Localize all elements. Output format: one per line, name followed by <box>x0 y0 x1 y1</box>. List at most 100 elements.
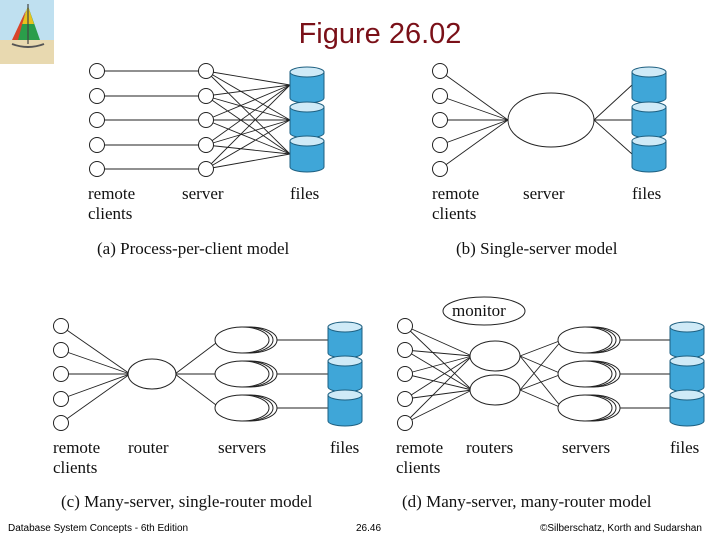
connector-line <box>439 70 509 121</box>
panel-c-remote-label: remote <box>53 438 100 457</box>
connector-line <box>205 153 291 170</box>
client-node <box>432 112 448 128</box>
client-node <box>53 391 69 407</box>
connector-line <box>439 119 509 170</box>
file-cylinder-icon <box>327 389 363 427</box>
client-node <box>89 161 105 177</box>
client-node <box>397 391 413 407</box>
file-cylinder-icon <box>669 355 705 393</box>
cylinder-body <box>631 140 667 173</box>
panel-b-files-label: files <box>632 184 661 203</box>
connector-line <box>60 373 131 400</box>
connector-line <box>174 339 221 375</box>
file-cylinder-icon <box>669 321 705 359</box>
server-oval <box>214 394 270 422</box>
connector-line <box>205 70 291 86</box>
connector-line <box>519 389 563 409</box>
panel-a-clients-label: clients <box>88 204 132 223</box>
server-process-node <box>198 88 214 104</box>
connector-line <box>205 84 291 97</box>
footer-left: Database System Concepts - 6th Edition <box>8 523 189 534</box>
cylinder-top <box>289 101 325 113</box>
server-process-node <box>198 112 214 128</box>
server-process-node <box>198 137 214 153</box>
panel-b-remote-label: remote <box>432 184 479 203</box>
client-node <box>53 415 69 431</box>
panel-c-router-label: router <box>128 438 169 457</box>
connector-line <box>174 373 221 409</box>
connector-line <box>404 325 473 357</box>
cylinder-top <box>631 66 667 78</box>
cylinder-top <box>327 321 363 333</box>
panel-c-clients-label: clients <box>53 458 97 477</box>
panel-d-monitor-label: monitor <box>452 301 506 320</box>
connector-line <box>205 70 291 121</box>
cylinder-top <box>327 355 363 367</box>
client-node <box>53 318 69 334</box>
client-node <box>397 342 413 358</box>
edge-layer <box>60 70 670 424</box>
cylinder-top <box>289 135 325 147</box>
file-cylinder-icon <box>327 321 363 359</box>
server-process-node <box>198 63 214 79</box>
connector-line <box>205 95 291 121</box>
monitor-oval <box>442 296 526 326</box>
connector-line <box>404 325 473 391</box>
panel-d-routers-label: routers <box>466 438 513 457</box>
connector-line <box>404 349 473 357</box>
file-cylinder-icon <box>289 135 325 173</box>
connector-line <box>593 119 633 155</box>
panel-d-remote-label: remote <box>396 438 443 457</box>
connector-line <box>404 373 473 391</box>
panel-c-files-label: files <box>330 438 359 457</box>
connector-line <box>205 84 291 121</box>
cylinder-top <box>669 389 705 401</box>
server-oval <box>557 360 613 388</box>
panel-a-server-label: server <box>182 184 224 203</box>
connector-line <box>60 325 131 375</box>
client-node <box>397 366 413 382</box>
client-node <box>89 112 105 128</box>
connector-line <box>404 355 473 400</box>
connector-line <box>60 349 131 375</box>
connector-line <box>404 389 473 400</box>
connector-line <box>205 119 291 170</box>
cylinder-top <box>327 389 363 401</box>
file-cylinder-icon <box>631 135 667 173</box>
connector-line <box>439 95 509 121</box>
router-oval <box>469 340 521 372</box>
client-node <box>53 366 69 382</box>
cylinder-top <box>669 355 705 367</box>
panel-d-files-label: files <box>670 438 699 457</box>
footer-page-number: 26.46 <box>356 523 382 534</box>
panel-a-caption: (a) Process-per-client model <box>97 239 290 258</box>
connector-line <box>205 95 291 155</box>
connector-line <box>205 144 291 155</box>
page-title: Figure 26.02 <box>298 18 462 50</box>
file-cylinder-icon <box>631 66 667 104</box>
panel-c-servers-label: servers <box>218 438 266 457</box>
router-oval <box>469 374 521 406</box>
client-node <box>89 88 105 104</box>
connector-line <box>404 355 473 424</box>
panel-b-clients-label: clients <box>432 204 476 223</box>
cylinder-top <box>669 321 705 333</box>
router-oval <box>127 358 177 390</box>
connector-line <box>205 70 291 155</box>
connector-line <box>404 355 473 375</box>
panel-b-caption: (b) Single-server model <box>456 239 618 258</box>
cylinder-top <box>631 101 667 113</box>
footer-right: ©Silberschatz, Korth and Sudarshan <box>540 523 702 534</box>
file-cylinder-icon <box>289 66 325 104</box>
shape-layer <box>53 63 705 431</box>
connector-line <box>205 119 291 155</box>
client-node <box>397 318 413 334</box>
connector-line <box>593 84 633 121</box>
client-node <box>432 63 448 79</box>
panel-b-server-label: server <box>523 184 565 203</box>
cylinder-top <box>289 66 325 78</box>
single-server-oval <box>507 92 595 148</box>
client-node <box>53 342 69 358</box>
panel-d-servers-label: servers <box>562 438 610 457</box>
